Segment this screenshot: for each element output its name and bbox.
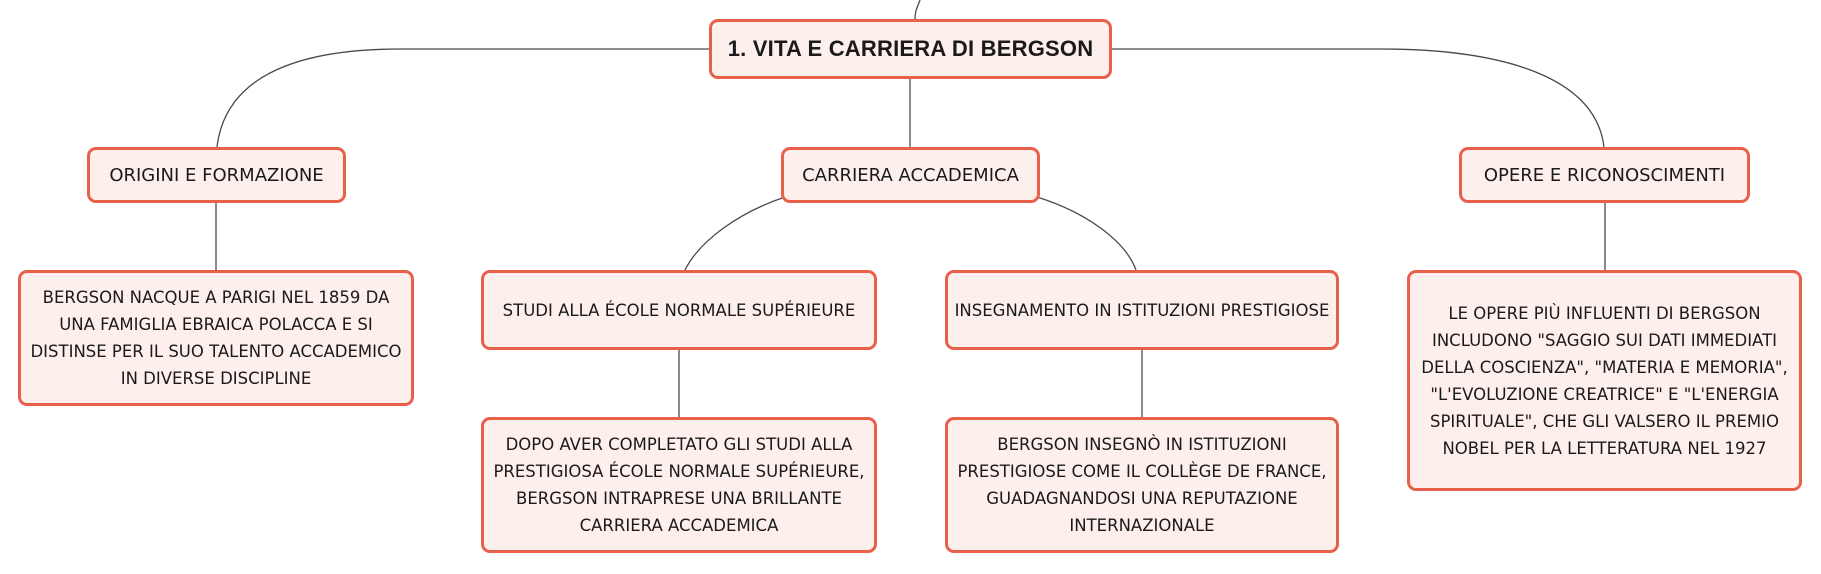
branch-node-opere[interactable]: OPERE E RICONOSCIMENTI [1459, 147, 1750, 203]
connector-root-to-opere [1112, 48, 1605, 148]
detail-node-opere[interactable]: LE OPERE PIÙ INFLUENTI DI BERGSON INCLUD… [1407, 270, 1802, 491]
root-title-text: 1. VITA E CARRIERA DI BERGSON [727, 36, 1094, 61]
detail-node-insegnamento[interactable]: BERGSON INSEGNÒ IN ISTITUZIONI PRESTIGIO… [945, 417, 1339, 553]
branch-node-carriera[interactable]: CARRIERA ACCADEMICA [781, 147, 1040, 203]
detail-node-studi[interactable]: DOPO AVER COMPLETATO GLI STUDI ALLA PRES… [481, 417, 877, 553]
origini-label: ORIGINI E FORMAZIONE [109, 164, 324, 186]
insegnamento-detail-text: BERGSON INSEGNÒ IN ISTITUZIONI PRESTIGIO… [957, 435, 1327, 535]
opere-label: OPERE E RICONOSCIMENTI [1483, 164, 1726, 186]
opere-detail-text: LE OPERE PIÙ INFLUENTI DI BERGSON INCLUD… [1421, 303, 1788, 458]
sub-node-studi[interactable]: STUDI ALLA ÉCOLE NORMALE SUPÉRIEURE [481, 270, 877, 350]
connector-parent-incoming [914, 0, 921, 20]
connector-root-to-origini [216, 48, 709, 148]
branch-node-origini[interactable]: ORIGINI E FORMAZIONE [87, 147, 346, 203]
connector-carriera-to-studi [684, 196, 786, 271]
studi-label: STUDI ALLA ÉCOLE NORMALE SUPÉRIEURE [502, 300, 856, 320]
carriera-label: CARRIERA ACCADEMICA [802, 164, 1019, 186]
insegnamento-label: INSEGNAMENTO IN ISTITUZIONI PRESTIGIOSE [954, 300, 1330, 320]
studi-detail-text: DOPO AVER COMPLETATO GLI STUDI ALLA PRES… [493, 435, 865, 535]
detail-node-origini[interactable]: BERGSON NACQUE A PARIGI NEL 1859 DA UNA … [18, 270, 414, 406]
connector-carriera-to-insegnamento [1036, 196, 1137, 271]
sub-node-insegnamento[interactable]: INSEGNAMENTO IN ISTITUZIONI PRESTIGIOSE [945, 270, 1339, 350]
origini-detail-text: BERGSON NACQUE A PARIGI NEL 1859 DA UNA … [30, 288, 402, 388]
root-node-title[interactable]: 1. VITA E CARRIERA DI BERGSON [709, 19, 1112, 79]
